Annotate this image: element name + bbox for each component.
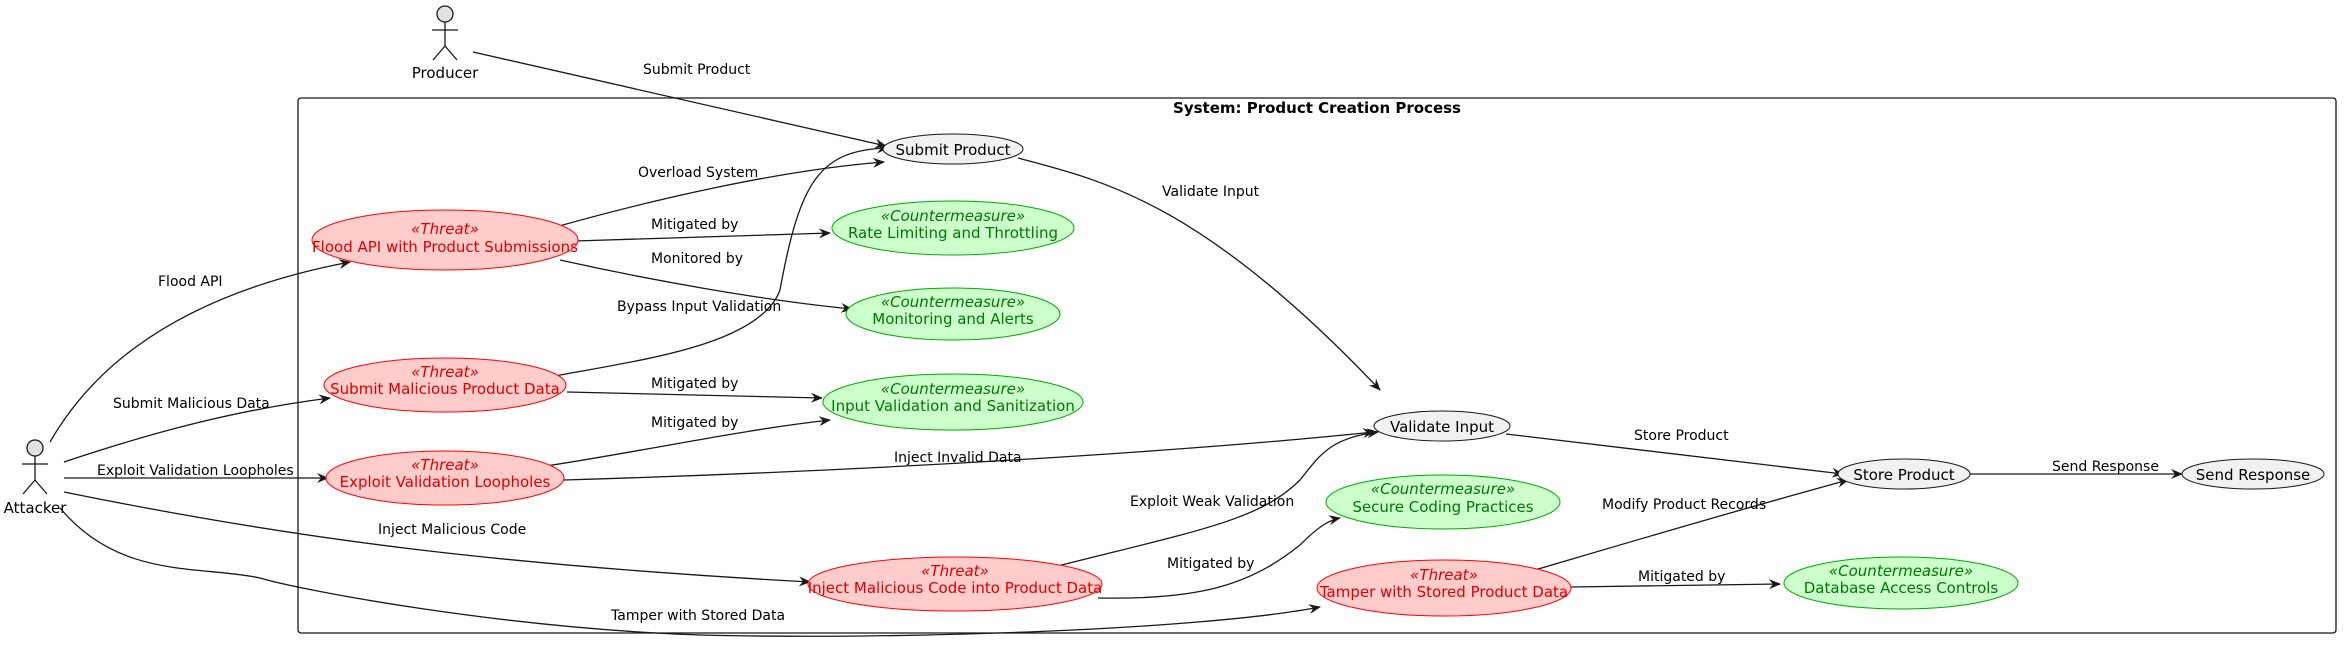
edge-label: Submit Product [643, 62, 751, 78]
edge-exploit-invalid [563, 428, 1375, 481]
edge-flood-monitor [559, 259, 853, 313]
usecase-label: Validate Input [1390, 418, 1494, 436]
edge-label: Modify Product Records [1602, 497, 1766, 513]
countermeasure-stereotype: «Countermeasure» [1829, 562, 1973, 580]
edge-tamper-modify [1527, 478, 1849, 573]
edge-validate-store [1505, 433, 1844, 478]
countermeasure-label: Database Access Controls [1804, 579, 1999, 597]
threat-stereotype: «Threat» [411, 456, 479, 474]
countermeasure-stereotype: «Countermeasure» [881, 207, 1025, 225]
edge-producer-submit [472, 51, 887, 149]
edge-submit-validate [1017, 157, 1381, 391]
countermeasure-db-access[interactable]: «Countermeasure» Database Access Control… [1783, 556, 2019, 610]
edge-tamper-mitigated [1569, 579, 1781, 590]
edge-label: Mitigated by [1167, 556, 1254, 572]
edge-label: Mitigated by [651, 217, 738, 233]
countermeasure-stereotype: «Countermeasure» [881, 380, 1025, 398]
threat-submit-malicious[interactable]: «Threat» Submit Malicious Product Data [323, 357, 567, 413]
edge-label: Send Response [2052, 459, 2159, 475]
threat-stereotype: «Threat» [411, 220, 479, 238]
edge-label: Exploit Validation Loopholes [97, 463, 294, 479]
usecase-store-product[interactable]: Store Product [1837, 458, 1971, 490]
edge-label: Mitigated by [651, 415, 738, 431]
edge-label: Overload System [638, 165, 758, 181]
countermeasure-label: Rate Limiting and Throttling [848, 224, 1058, 242]
actor-attacker[interactable]: Attacker [4, 439, 68, 517]
threat-label: Flood API with Product Submissions [312, 238, 578, 256]
countermeasure-rate-limiting[interactable]: «Countermeasure» Rate Limiting and Throt… [831, 200, 1075, 256]
edge-malicious-mitigated [566, 391, 823, 403]
usecase-label: Submit Product [896, 141, 1011, 159]
edge-label: Mitigated by [651, 376, 738, 392]
edge-label: Store Product [1634, 428, 1729, 444]
edge-label: Bypass Input Validation [617, 299, 781, 315]
edge-label: Inject Invalid Data [894, 450, 1022, 466]
countermeasure-stereotype: «Countermeasure» [1371, 480, 1515, 498]
threat-stereotype: «Threat» [411, 363, 479, 381]
countermeasure-label: Input Validation and Sanitization [831, 397, 1075, 415]
edge-flood-overload [544, 157, 885, 231]
edge-inject-mitigated [1097, 515, 1341, 599]
edge-attacker-tamper [59, 507, 1321, 637]
edge-flood-rate [574, 228, 831, 242]
edges [49, 51, 2183, 637]
threat-label: Inject Malicious Code into Product Data [808, 579, 1103, 597]
actor-attacker-label: Attacker [4, 499, 68, 517]
usecase-label: Store Product [1853, 466, 1954, 484]
threat-label: Tamper with Stored Product Data [1319, 583, 1568, 601]
usecase-label: Send Response [2196, 466, 2311, 484]
edge-attacker-flood [49, 259, 351, 443]
system-boundary: System: Product Creation Process [297, 97, 2337, 634]
threat-tamper-data[interactable]: «Threat» Tamper with Stored Product Data [1316, 559, 1572, 617]
edge-labels: Submit Product Validate Input Store Prod… [97, 62, 2159, 624]
threat-inject-code[interactable]: «Threat» Inject Malicious Code into Prod… [807, 556, 1103, 612]
usecase-validate-input[interactable]: Validate Input [1373, 410, 1511, 442]
threat-stereotype: «Threat» [1410, 566, 1478, 584]
stick-figure-icon [22, 439, 48, 495]
edge-label: Flood API [158, 274, 223, 290]
threat-exploit-validation[interactable]: «Threat» Exploit Validation Loopholes [325, 450, 565, 506]
threat-flood-api[interactable]: «Threat» Flood API with Product Submissi… [311, 209, 579, 271]
usecase-submit-product[interactable]: Submit Product [882, 133, 1024, 165]
edge-label: Tamper with Stored Data [610, 608, 785, 624]
edge-malicious-bypass [554, 143, 889, 377]
edge-attacker-inject [63, 491, 811, 587]
countermeasure-secure-coding[interactable]: «Countermeasure» Secure Coding Practices [1325, 474, 1561, 530]
usecase-send-response[interactable]: Send Response [2181, 458, 2325, 490]
countermeasure-input-validation[interactable]: «Countermeasure» Input Validation and Sa… [822, 373, 1084, 431]
edge-label: Mitigated by [1638, 569, 1725, 585]
countermeasure-label: Secure Coding Practices [1352, 498, 1533, 516]
threat-stereotype: «Threat» [921, 562, 989, 580]
edge-label: Inject Malicious Code [378, 522, 526, 538]
stick-figure-icon [432, 5, 458, 61]
edge-attacker-malicious [63, 394, 331, 463]
countermeasure-stereotype: «Countermeasure» [881, 293, 1025, 311]
threat-label: Exploit Validation Loopholes [340, 473, 551, 491]
edge-label: Submit Malicious Data [113, 396, 270, 412]
edge-label: Monitored by [651, 251, 743, 267]
countermeasure-label: Monitoring and Alerts [872, 310, 1034, 328]
edge-label: Validate Input [1162, 184, 1260, 200]
countermeasure-monitoring[interactable]: «Countermeasure» Monitoring and Alerts [845, 287, 1061, 341]
system-title: System: Product Creation Process [1173, 99, 1461, 117]
actor-producer[interactable]: Producer [412, 5, 479, 82]
edge-label: Exploit Weak Validation [1130, 494, 1294, 510]
actor-producer-label: Producer [412, 64, 479, 82]
edge-exploit-mitigated [545, 416, 831, 467]
edge-inject-weak [1057, 428, 1379, 567]
threat-label: Submit Malicious Product Data [330, 380, 560, 398]
